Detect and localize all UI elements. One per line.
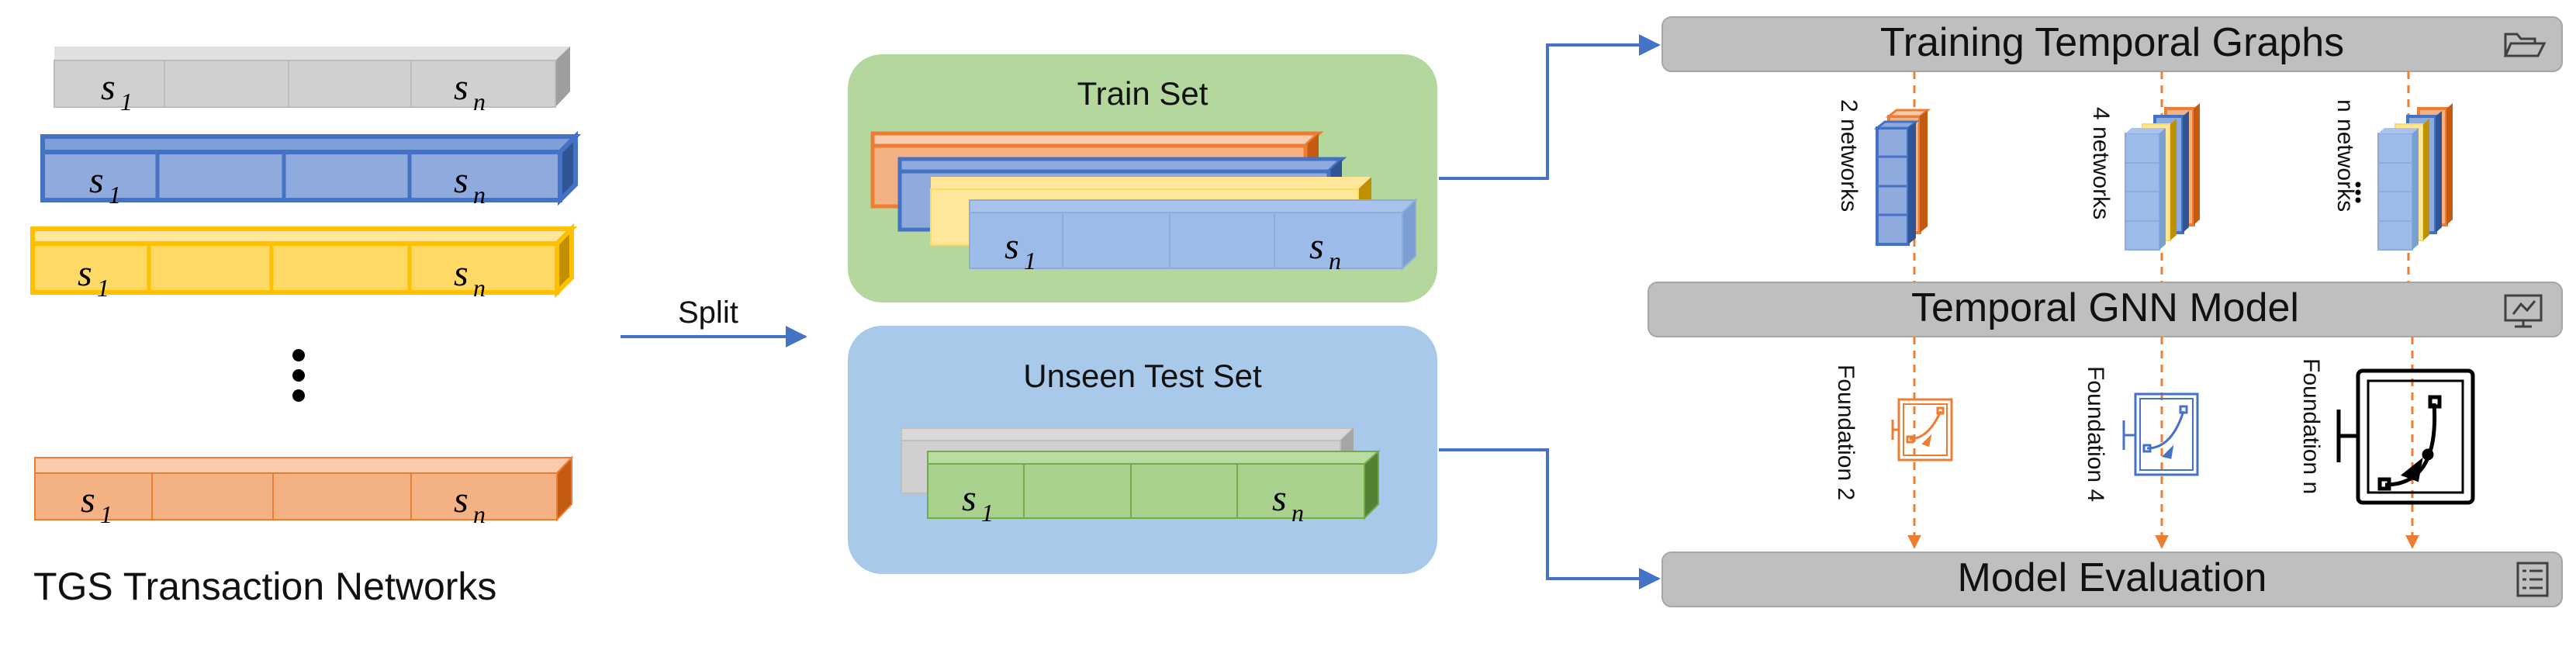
svg-text:s: s [1004, 226, 1019, 267]
test-set-title: Unseen Test Set [1023, 358, 1262, 394]
folder-icon [2503, 33, 2547, 57]
monitor-chart-icon [2504, 294, 2543, 328]
snapshot-last-label: s [454, 67, 469, 108]
svg-text:n: n [473, 500, 486, 528]
train-to-training-arrow [1439, 34, 1661, 180]
snapshot-bar-gray: s 1 s n [54, 47, 570, 116]
svg-text:n: n [473, 274, 486, 302]
snapshot-bar-blue: s 1 s n [40, 130, 582, 209]
more-networks-ellipsis [292, 349, 305, 402]
model-header-title: Temporal GNN Model [1911, 285, 2299, 330]
networks-label-4: 4 networks [2088, 107, 2114, 220]
svg-text:n: n [473, 88, 486, 116]
svg-text:n: n [1291, 499, 1304, 527]
checklist-icon [2516, 562, 2549, 597]
foundation-4-icon [2122, 392, 2199, 476]
svg-text:s: s [454, 160, 469, 201]
evaluation-header-title: Model Evaluation [1957, 555, 2267, 600]
svg-text:s: s [454, 253, 469, 294]
svg-text:s: s [78, 253, 92, 294]
model-header-bar [1648, 282, 2563, 337]
train-set-title: Train Set [1077, 75, 1208, 112]
stack-ellipsis [2355, 182, 2361, 203]
svg-text:n: n [473, 181, 486, 209]
snapshot-bar-orange: s 1 s n [34, 455, 574, 528]
svg-text:n: n [1329, 247, 1341, 275]
foundation-label-n: Foundation n [2298, 358, 2324, 495]
foundation-label-2: Foundation 2 [1833, 365, 1859, 501]
svg-text:s: s [1309, 226, 1324, 267]
foundation-label-4: Foundation 4 [2083, 366, 2108, 503]
svg-text:1: 1 [100, 500, 112, 528]
left-caption: TGS Transaction Networks [33, 565, 497, 608]
svg-text:s: s [454, 479, 469, 520]
foundation-n-icon [2336, 368, 2475, 505]
foundation-2-icon [1891, 398, 1953, 462]
svg-text:1: 1 [97, 274, 109, 302]
svg-text:1: 1 [981, 499, 994, 527]
snapshot-first-label: s [101, 67, 116, 108]
svg-text:s: s [1272, 478, 1287, 519]
stack-n-networks [2355, 103, 2453, 251]
training-header-bar [1661, 16, 2563, 72]
train-bar-front: s 1 s n [969, 198, 1418, 275]
test-bar-green: s 1 s n [927, 449, 1381, 527]
training-header-title: Training Temporal Graphs [1879, 20, 2345, 65]
networks-label-2: 2 networks [1836, 99, 1862, 213]
stack-2-networks [1873, 109, 1931, 246]
stack-4-networks [2125, 103, 2200, 251]
svg-text:s: s [962, 478, 977, 519]
test-to-evaluation-arrow [1439, 448, 1661, 589]
split-label: Split [678, 296, 738, 330]
svg-text:1: 1 [1024, 247, 1036, 275]
snapshot-bar-yellow: s 1 s n [30, 223, 578, 302]
svg-text:s: s [81, 479, 95, 520]
svg-text:s: s [89, 160, 104, 201]
svg-text:1: 1 [120, 88, 133, 116]
networks-label-n: n networks [2332, 99, 2358, 213]
svg-text:1: 1 [109, 181, 121, 209]
evaluation-header-bar [1661, 551, 2563, 607]
